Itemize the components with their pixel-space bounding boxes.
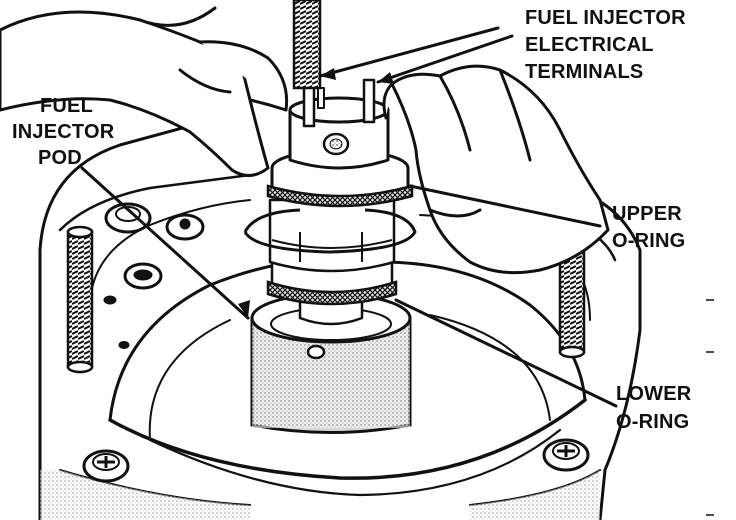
label-lower-o-ring: LOWER O-RING: [616, 383, 692, 433]
leader-lines: [80, 26, 618, 408]
left-stud: [66, 225, 94, 374]
upper-o-ring: [266, 184, 414, 208]
left-hand: [0, 6, 289, 177]
leader-terminals-a: [318, 26, 500, 78]
lower-o-ring: [266, 280, 398, 306]
label-pod-line-1: FUEL: [40, 95, 93, 117]
leader-upper-oring: [408, 184, 602, 228]
label-fuel-injector-electrical-terminals: FUEL INJECTOR ELECTRICAL TERMINALS: [525, 7, 686, 83]
label-terminals-line-1: FUEL INJECTOR: [525, 7, 686, 29]
leader-lower-oring: [394, 298, 618, 408]
leader-pod: [80, 166, 250, 320]
injector-pod: [250, 292, 412, 434]
left-screw: [82, 449, 130, 483]
leader-arrowheads: [238, 68, 394, 318]
flange-bosses: [103, 202, 205, 349]
label-fuel-injector-pod: FUEL INJECTOR POD: [12, 95, 115, 169]
label-upper-line-2: O-RING: [612, 230, 685, 252]
label-upper-line-1: UPPER: [612, 203, 682, 225]
label-upper-o-ring: UPPER O-RING: [612, 203, 685, 252]
label-lower-line-1: LOWER: [616, 383, 692, 405]
edge-ticks: [706, 299, 714, 516]
label-lower-line-2: O-RING: [616, 411, 689, 433]
leader-terminals-b: [376, 34, 514, 84]
fuel-injector: [243, 78, 417, 326]
label-pod-line-3: POD: [38, 147, 82, 169]
label-pod-line-2: INJECTOR: [12, 121, 115, 143]
label-terminals-line-3: TERMINALS: [525, 61, 643, 83]
right-hand: [382, 64, 610, 275]
threaded-rod: [292, 0, 322, 90]
label-terminals-line-2: ELECTRICAL: [525, 34, 654, 56]
right-screw: [542, 438, 590, 472]
